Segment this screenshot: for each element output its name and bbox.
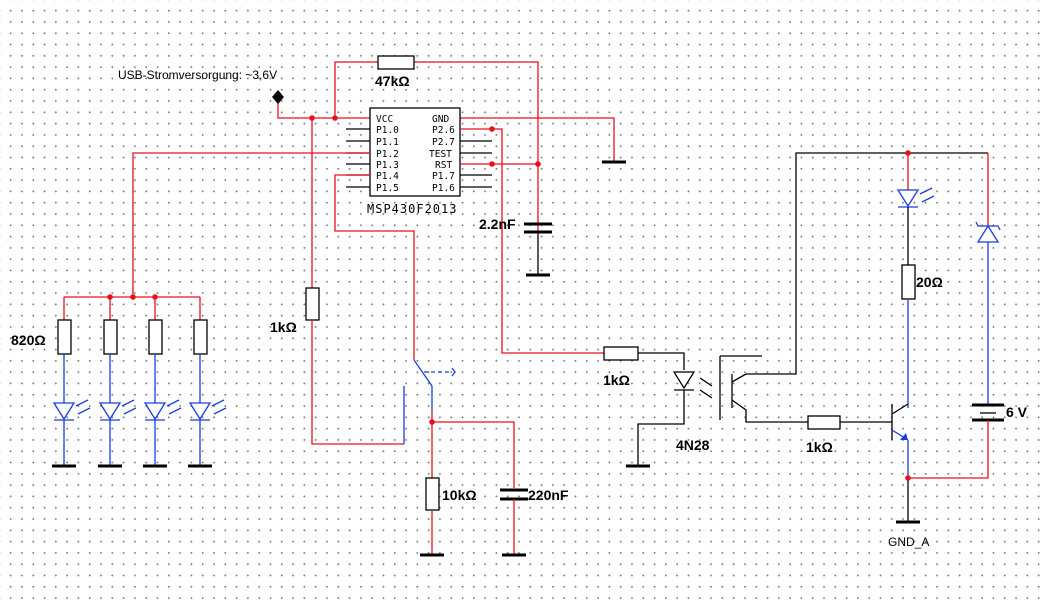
junction-nodes bbox=[107, 115, 911, 481]
resistor-1k-opto-label: 1kΩ bbox=[603, 372, 630, 388]
supply-label: USB-Stromversorgung: ~3,6V bbox=[118, 68, 277, 82]
led-branch-2 bbox=[98, 319, 137, 468]
pin-vcc: VCC bbox=[376, 114, 393, 125]
pin-p1-6: P1.6 bbox=[432, 183, 455, 194]
vcc-rail bbox=[277, 61, 615, 288]
chip-label: MSP430F2013 bbox=[367, 202, 457, 216]
capacitor-2-2nf bbox=[524, 222, 552, 277]
led-array-bus bbox=[63, 296, 201, 320]
resistor-20-label: 20Ω bbox=[916, 274, 943, 290]
switch bbox=[403, 359, 456, 444]
pin-gnd: GND bbox=[432, 114, 449, 125]
capacitor-2-2nf-label: 2.2nF bbox=[479, 216, 516, 232]
resistor-1k-opto bbox=[603, 346, 685, 370]
pin-p2-7: P2.7 bbox=[432, 137, 455, 148]
pin-p1-2: P1.2 bbox=[376, 149, 399, 160]
resistor-820-label: 820Ω bbox=[11, 332, 46, 348]
resistor-1k-base-label: 1kΩ bbox=[806, 439, 833, 455]
resistor-1k-base bbox=[807, 415, 892, 430]
battery-label: 6 V bbox=[1006, 404, 1028, 420]
chip-wires bbox=[132, 128, 604, 360]
pin-rst: RST bbox=[435, 160, 452, 171]
pin-p1-1: P1.1 bbox=[376, 137, 399, 148]
pin-p1-7: P1.7 bbox=[432, 171, 455, 182]
battery-6v bbox=[908, 403, 1004, 479]
pin-p1-0: P1.0 bbox=[376, 125, 399, 136]
npn-transistor bbox=[891, 403, 909, 478]
capacitor-220nf-label: 220nF bbox=[528, 487, 569, 503]
resistor-47k-label: 47kΩ bbox=[375, 73, 410, 89]
resistor-10k-label: 10kΩ bbox=[442, 487, 477, 503]
resistor-47k bbox=[377, 55, 415, 70]
led-branch-4 bbox=[188, 319, 227, 468]
supply-terminal bbox=[272, 90, 284, 104]
pin-p2-6: P2.6 bbox=[432, 125, 455, 136]
zener-diode bbox=[975, 153, 1001, 404]
pin-test: TEST bbox=[429, 149, 452, 160]
chip-left-pins: VCC P1.0 P1.1 P1.2 P1.3 P1.4 P1.5 bbox=[376, 114, 399, 194]
resistor-1k-left bbox=[305, 287, 404, 445]
ground-a bbox=[896, 478, 920, 524]
chip-right-pins: GND P2.6 P2.7 TEST RST P1.7 P1.6 bbox=[429, 114, 455, 194]
pin-p1-3: P1.3 bbox=[376, 160, 399, 171]
optocoupler-4n28 bbox=[626, 152, 988, 468]
pin-p1-5: P1.5 bbox=[376, 183, 399, 194]
ground-a-label: GND_A bbox=[888, 535, 929, 549]
optocoupler-label: 4N28 bbox=[676, 437, 710, 453]
rc-network bbox=[420, 410, 528, 557]
resistor-20 bbox=[901, 264, 916, 408]
output-led bbox=[896, 153, 935, 265]
pin-p1-4: P1.4 bbox=[376, 171, 399, 182]
led-branch-3 bbox=[143, 319, 182, 468]
resistor-1k-left-label: 1kΩ bbox=[270, 319, 297, 335]
led-branch-1 bbox=[52, 319, 91, 468]
msp430-chip bbox=[346, 107, 492, 197]
